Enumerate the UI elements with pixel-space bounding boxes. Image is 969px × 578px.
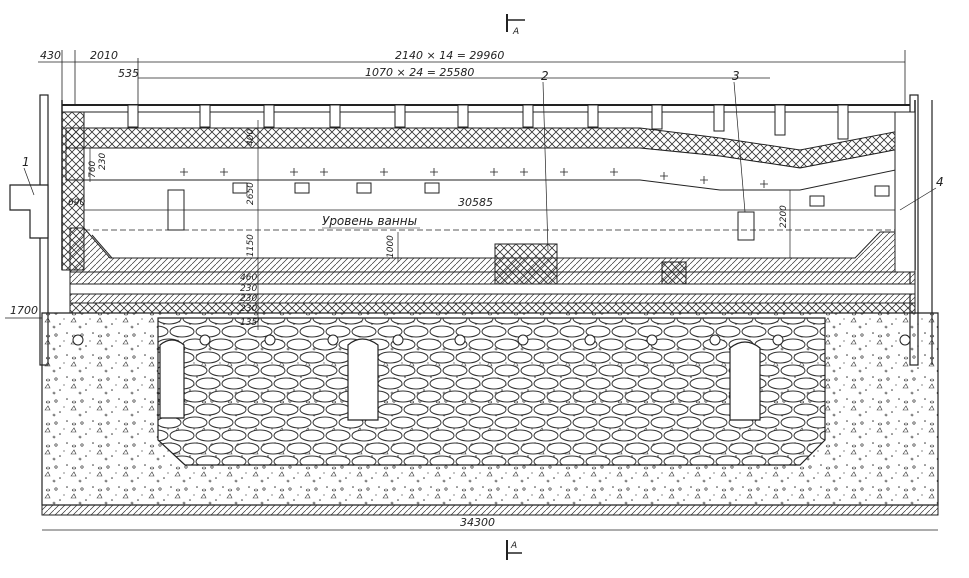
dim-760: 760 (88, 161, 98, 178)
section-mark-top: A (506, 14, 525, 37)
air-channels (159, 338, 761, 421)
bolts (72, 334, 911, 346)
dim-430: 430 (40, 49, 61, 62)
dim-460: 460 (240, 273, 257, 283)
ground-line (41, 504, 939, 516)
bottom-layers (69, 271, 916, 314)
callout-3: 3 (732, 69, 740, 83)
callout-2: 2 (541, 69, 549, 83)
dim-2200: 2200 (779, 205, 789, 228)
vertical-dims (5, 120, 791, 330)
dim-top-second: 1070 × 24 = 25580 (365, 66, 474, 79)
dim-230b: 230 (240, 284, 257, 294)
bath-level-label: Уровень ванны (322, 214, 417, 228)
dim-400: 400 (246, 129, 256, 146)
svg-text:A: A (512, 27, 519, 37)
dim-1700: 1700 (10, 304, 38, 317)
crown-crosses (180, 168, 768, 188)
svg-text:A: A (510, 541, 517, 551)
dim-30585: 30585 (458, 196, 493, 209)
tank-bath (69, 227, 896, 273)
dim-1000: 1000 (386, 235, 396, 258)
dim-2650: 2650 (246, 182, 256, 205)
dim-690: 690 (68, 198, 85, 208)
callout-1: 1 (22, 155, 30, 169)
top-dimensions (38, 50, 906, 105)
dim-1150: 1150 (246, 234, 256, 257)
section-mark-bottom: A (506, 540, 522, 560)
dim-2010: 2010 (90, 49, 118, 62)
crown-hangers (127, 104, 849, 140)
dim-top-total: 2140 × 14 = 29960 (395, 49, 504, 62)
rubble-masonry (157, 317, 826, 466)
dim-230d: 230 (240, 304, 257, 314)
right-wall (894, 111, 916, 273)
dim-135: 135 (240, 318, 257, 328)
left-port-inlet (9, 184, 49, 239)
dim-535: 535 (118, 67, 139, 80)
dim-230c: 230 (240, 294, 257, 304)
dim-230: 230 (98, 153, 108, 170)
dim-34300: 34300 (460, 516, 495, 529)
callout-4: 4 (936, 175, 944, 189)
